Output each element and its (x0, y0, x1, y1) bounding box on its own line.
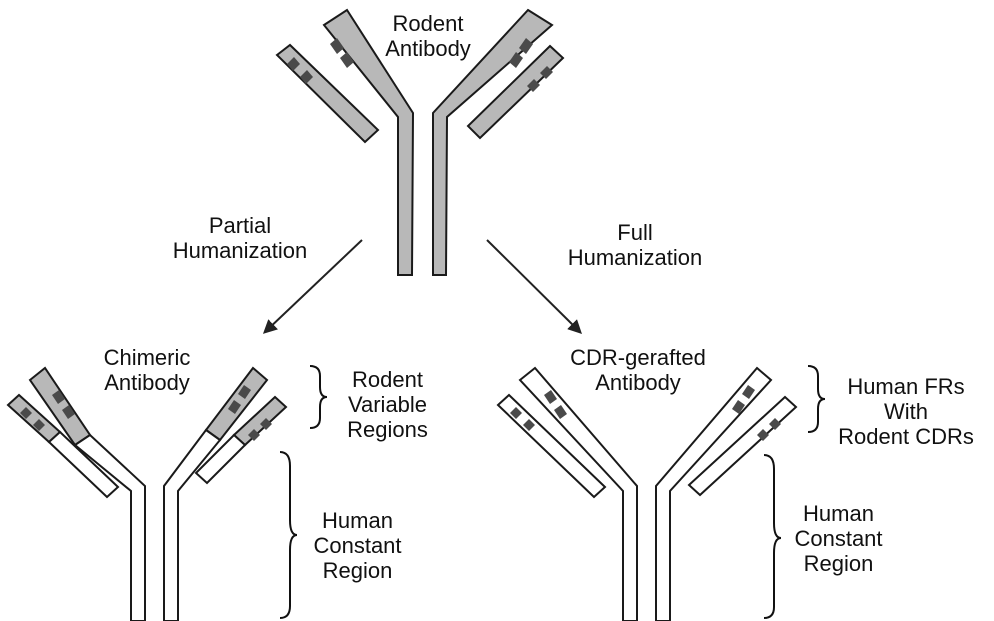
chimeric-constant-line3: Region (300, 558, 415, 583)
grafted-variable-line3: Rodent CDRs (826, 424, 986, 449)
partial-humanization-line2: Humanization (155, 238, 325, 263)
chimeric-constant-label: Human Constant Region (300, 508, 415, 583)
partial-humanization-label: Partial Humanization (155, 213, 325, 263)
chimeric-variable-line1: Rodent (330, 367, 445, 392)
partial-humanization-line1: Partial (155, 213, 325, 238)
grafted-variable-brace-icon (808, 366, 825, 432)
rodent-antibody-line1: Rodent (368, 11, 488, 36)
grafted-title-line1: CDR-gerafted (548, 345, 728, 370)
grafted-heavy-chain-left (520, 368, 637, 621)
chimeric-variable-line3: Regions (330, 417, 445, 442)
grafted-constant-line2: Constant (781, 526, 896, 551)
cdr-grafted-antibody-icon (498, 368, 796, 621)
grafted-heavy-chain-right (656, 368, 771, 621)
chimeric-antibody-label: Chimeric Antibody (87, 345, 207, 395)
chimeric-title-line2: Antibody (87, 370, 207, 395)
grafted-constant-label: Human Constant Region (781, 501, 896, 576)
full-humanization-line1: Full (550, 220, 720, 245)
grafted-constant-line3: Region (781, 551, 896, 576)
full-humanization-label: Full Humanization (550, 220, 720, 270)
full-humanization-line2: Humanization (550, 245, 720, 270)
rodent-antibody-label: Rodent Antibody (368, 11, 488, 61)
chimeric-constant-line1: Human (300, 508, 415, 533)
grafted-constant-brace-icon (764, 455, 781, 618)
grafted-variable-line1: Human FRs (826, 374, 986, 399)
grafted-title-line2: Antibody (548, 370, 728, 395)
chimeric-constant-line2: Constant (300, 533, 415, 558)
grafted-antibody-label: CDR-gerafted Antibody (548, 345, 728, 395)
grafted-variable-label: Human FRs With Rodent CDRs (826, 374, 986, 449)
chimeric-antibody-icon (8, 368, 286, 621)
chimeric-variable-line2: Variable (330, 392, 445, 417)
chimeric-constant-brace-icon (280, 452, 297, 618)
chimeric-variable-brace-icon (310, 366, 327, 428)
rodent-antibody-line2: Antibody (368, 36, 488, 61)
grafted-variable-line2: With (826, 399, 986, 424)
chimeric-title-line1: Chimeric (87, 345, 207, 370)
grafted-constant-line1: Human (781, 501, 896, 526)
chimeric-variable-label: Rodent Variable Regions (330, 367, 445, 442)
